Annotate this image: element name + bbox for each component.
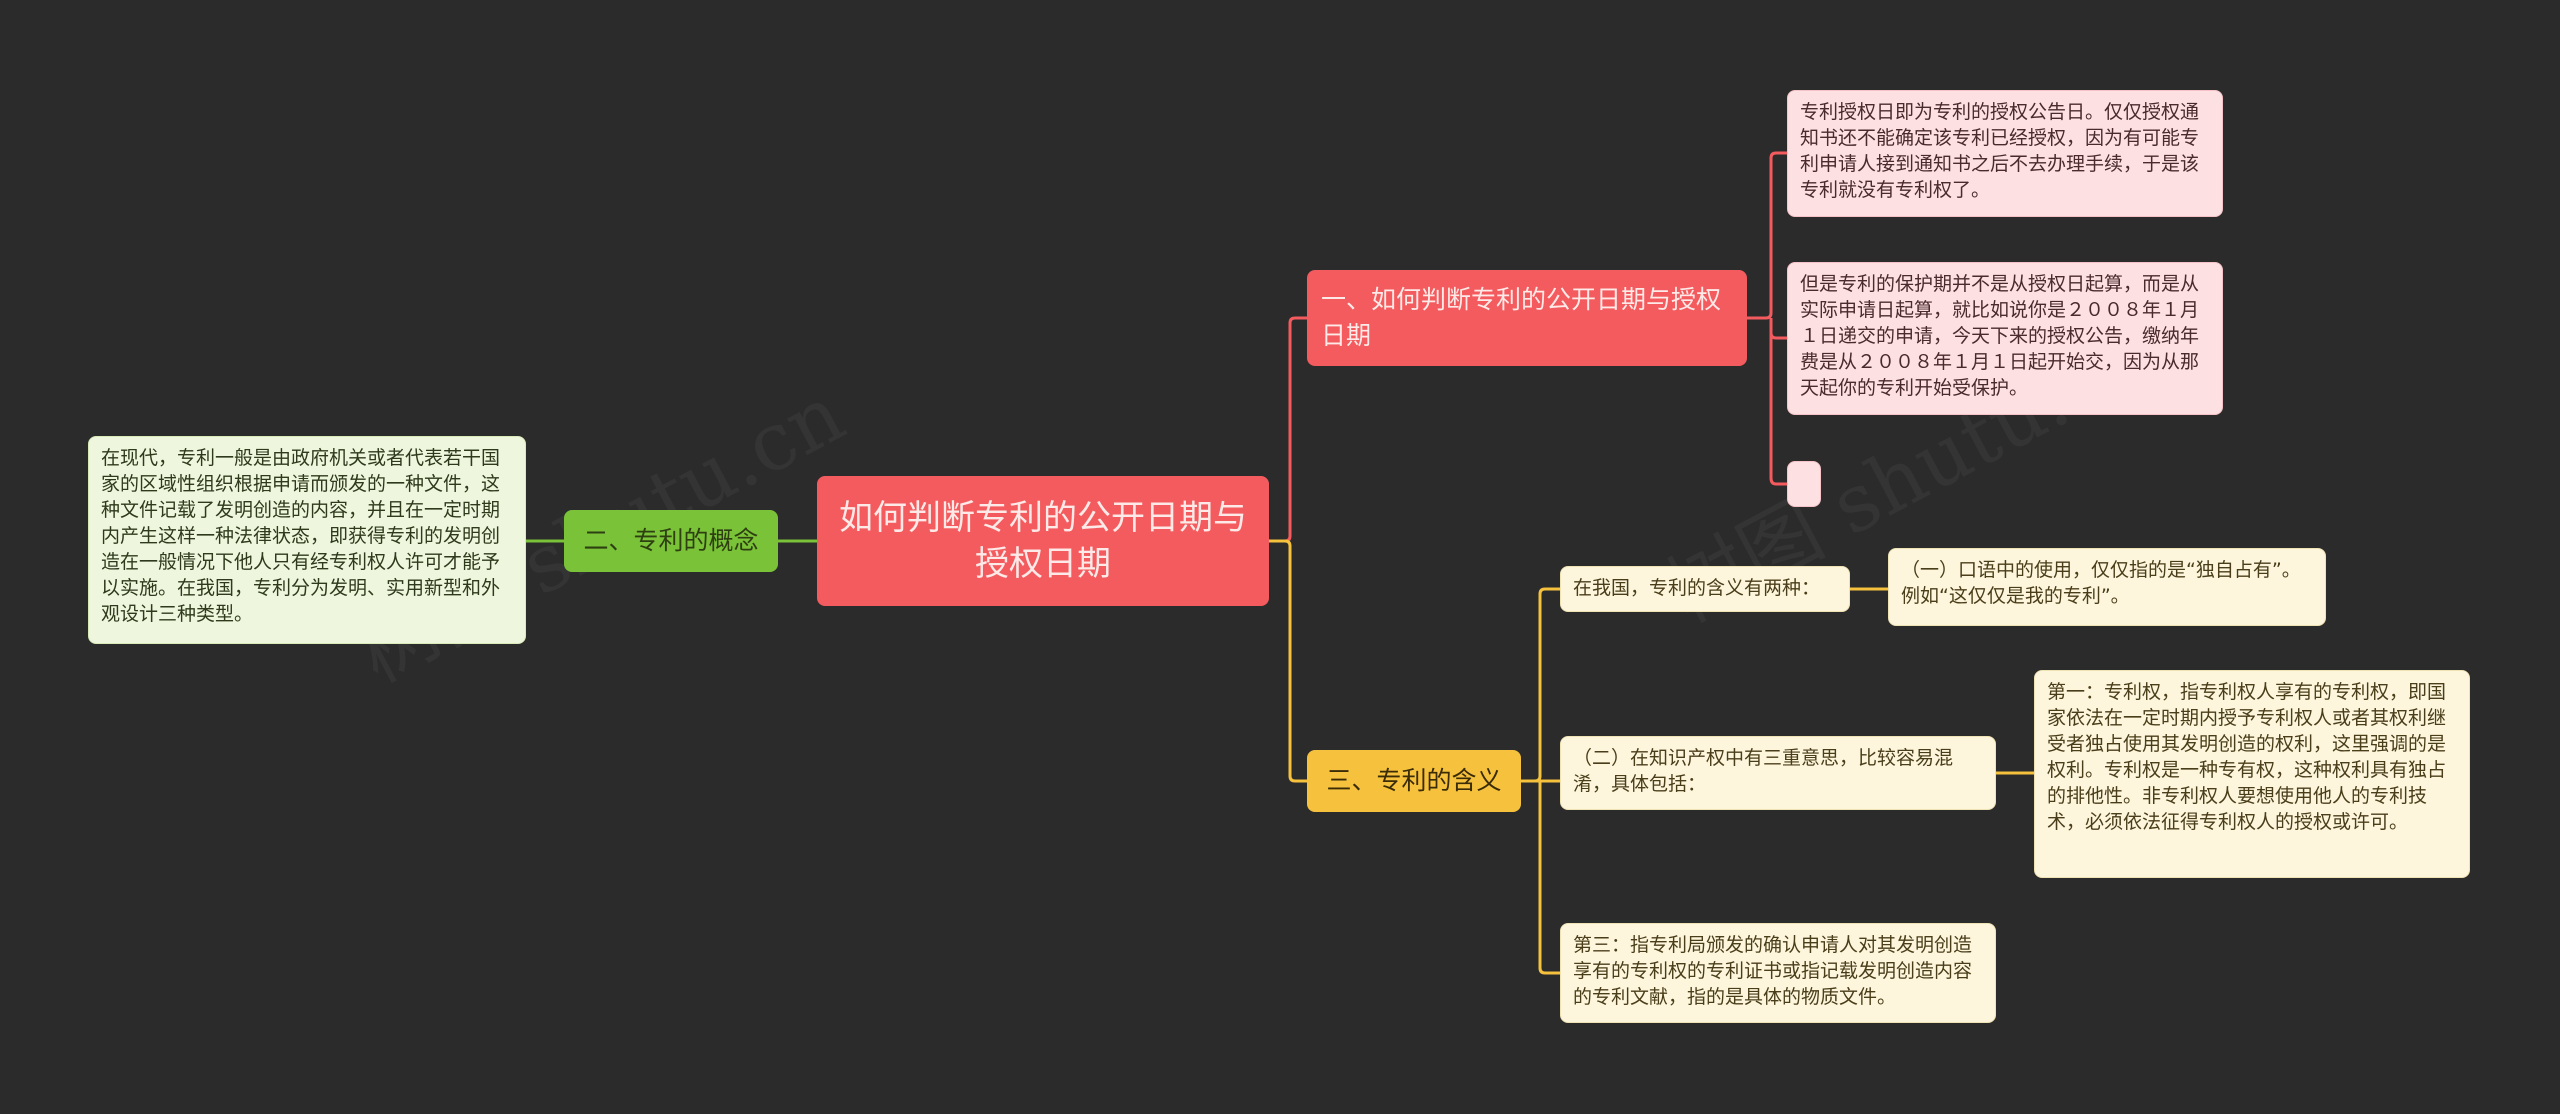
leaf-text: 但是专利的保护期并不是从授权日起算，而是从实际申请日起算，就比如说你是２００８年… (1800, 273, 2200, 399)
link-b3-sub3 (1538, 781, 1560, 975)
sub-node[interactable]: 在我国，专利的含义有两种： (1560, 566, 1850, 612)
branch-label: 三、专利的含义 (1326, 766, 1502, 795)
sub-node[interactable]: 第三：指专利局颁发的确认申请人对其发明创造享有的专利权的专利证书或指记载发明创造… (1560, 923, 1996, 1023)
leaf-node[interactable]: 专利授权日即为专利的授权公告日。仅仅授权通知书还不能确定该专利已经授权，因为有可… (1787, 90, 2223, 217)
branch-label: 二、专利的概念 (583, 526, 759, 555)
link-b1-leaf3 (1769, 330, 1787, 486)
leaf-text: 在现代，专利一般是由政府机关或者代表若干国家的区域性组织根据申请而颁发的一种文件… (101, 447, 501, 625)
leaf-node[interactable]: （一）口语中的使用，仅仅指的是“独自占有”。例如“这仅仅是我的专利”。 (1888, 548, 2326, 626)
leaf-text: （一）口语中的使用，仅仅指的是“独自占有”。例如“这仅仅是我的专利”。 (1901, 559, 2301, 607)
sub-node-text: 第三：指专利局颁发的确认申请人对其发明创造享有的专利权的专利证书或指记载发明创造… (1573, 934, 1973, 1008)
leaf-text: 专利授权日即为专利的授权公告日。仅仅授权通知书还不能确定该专利已经授权，因为有可… (1800, 101, 2200, 201)
leaf-text: 第一：专利权，指专利权人享有的专利权，即国家依法在一定时期内授予专利权人或者其权… (2047, 681, 2447, 833)
root-label: 如何判断专利的公开日期与授权日期 (839, 498, 1247, 584)
branch-node-publication-grant-date[interactable]: 一、如何判断专利的公开日期与授权日期 (1307, 270, 1747, 366)
leaf-node[interactable]: 第一：专利权，指专利权人享有的专利权，即国家依法在一定时期内授予专利权人或者其权… (2034, 670, 2470, 878)
leaf-node[interactable]: 但是专利的保护期并不是从授权日起算，而是从实际申请日起算，就比如说你是２００８年… (1787, 262, 2223, 415)
link-b1-trunk (1747, 151, 1787, 320)
branch-label: 一、如何判断专利的公开日期与授权日期 (1321, 285, 1722, 350)
link-root-b1 (1269, 316, 1307, 543)
sub-node-text: 在我国，专利的含义有两种： (1573, 577, 1821, 599)
branch-node-patent-meaning[interactable]: 三、专利的含义 (1307, 750, 1521, 812)
leaf-node[interactable]: 在现代，专利一般是由政府机关或者代表若干国家的区域性组织根据申请而颁发的一种文件… (88, 436, 526, 644)
link-b3-trunk (1521, 587, 1560, 783)
sub-node-text: （二）在知识产权中有三重意思，比较容易混淆，具体包括： (1573, 747, 1954, 795)
link-root-b3 (1269, 539, 1307, 783)
branch-node-patent-concept[interactable]: 二、专利的概念 (564, 510, 778, 572)
link-b1-leaf2 (1769, 318, 1787, 340)
root-node[interactable]: 如何判断专利的公开日期与授权日期 (817, 476, 1269, 606)
leaf-node-empty[interactable] (1787, 461, 1821, 507)
sub-node[interactable]: （二）在知识产权中有三重意思，比较容易混淆，具体包括： (1560, 736, 1996, 810)
